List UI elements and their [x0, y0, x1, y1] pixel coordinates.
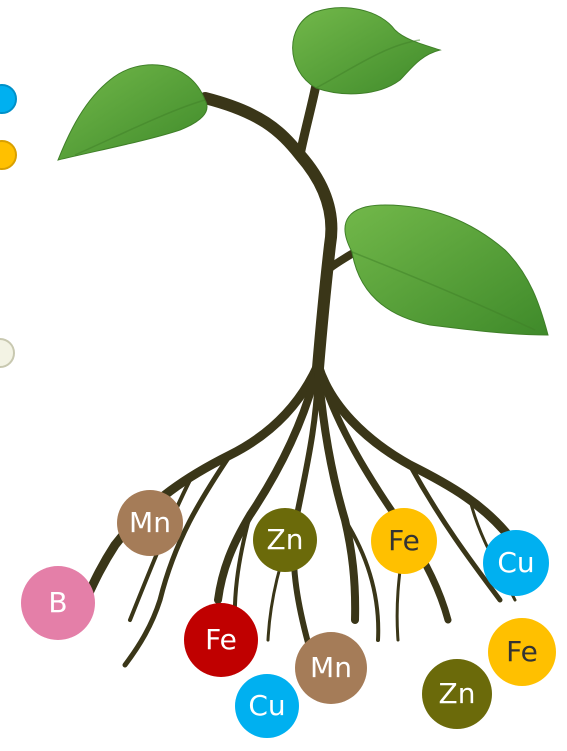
nutrient-symbol: Mn — [129, 509, 171, 537]
nutrient-symbol: Cu — [497, 549, 534, 577]
nutrient-symbol: Cu — [248, 692, 285, 720]
plant-leaves — [58, 8, 548, 335]
nutrient-circle-fe: Fe — [371, 508, 437, 574]
nutrient-symbol: Mn — [310, 654, 352, 682]
nutrient-circle-fe: Fe — [184, 603, 258, 677]
nutrient-circle-zn: Zn — [253, 508, 317, 572]
nutrient-circle-mn: Mn — [295, 632, 367, 704]
nutrient-symbol: Fe — [205, 626, 237, 654]
leaf-right — [345, 205, 548, 335]
nutrient-symbol: Zn — [439, 680, 476, 708]
nutrient-symbol: Fe — [506, 638, 538, 666]
nutrient-symbol: Zn — [267, 526, 304, 554]
nutrient-circle-mn: Mn — [117, 490, 183, 556]
nutrient-circle-zn: Zn — [422, 659, 492, 729]
nutrient-symbol: B — [48, 589, 67, 617]
nutrient-circle-b: B — [21, 566, 95, 640]
leaf-top — [293, 8, 440, 94]
leaf-left — [58, 65, 207, 160]
plant-stem — [205, 85, 355, 368]
nutrient-circle-fe: Fe — [488, 618, 556, 686]
nutrient-symbol: Fe — [388, 527, 420, 555]
nutrient-circle-cu: Cu — [483, 530, 549, 596]
nutrient-circle-cu: Cu — [235, 674, 299, 738]
